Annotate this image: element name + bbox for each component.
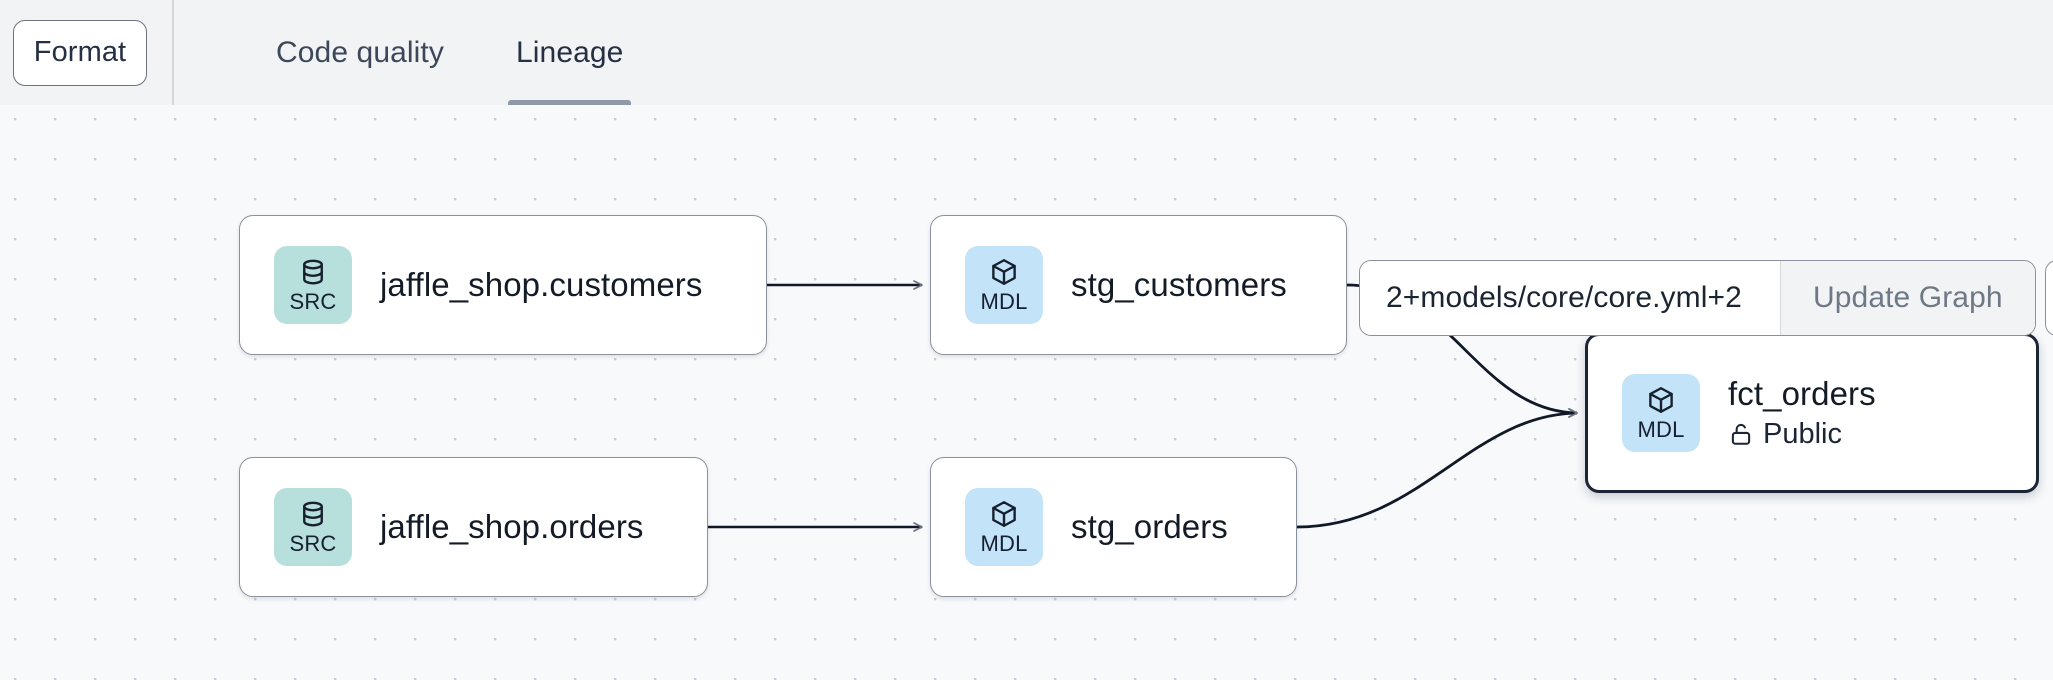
editor-toolbar: Format Code quality Lineage bbox=[0, 0, 2053, 105]
node-badge-label: SRC bbox=[289, 289, 337, 314]
node-badge-label: SRC bbox=[289, 531, 337, 556]
tab-lineage[interactable]: Lineage bbox=[480, 0, 659, 105]
tab-code-quality[interactable]: Code quality bbox=[276, 35, 444, 69]
lineage-node-stg-orders[interactable]: MDL stg_orders bbox=[930, 457, 1297, 597]
node-body: jaffle_shop.customers bbox=[380, 266, 723, 305]
cube-icon bbox=[989, 499, 1019, 529]
node-badge-mdl: MDL bbox=[965, 246, 1043, 324]
edge-stg-orders-to-fct-orders bbox=[1296, 408, 1578, 529]
toolbar-divider bbox=[172, 0, 174, 105]
node-badge-mdl: MDL bbox=[965, 488, 1043, 566]
node-badge-label: MDL bbox=[980, 289, 1028, 314]
lineage-node-stg-customers[interactable]: MDL stg_customers bbox=[930, 215, 1347, 355]
node-badge-label: MDL bbox=[980, 531, 1028, 556]
update-graph-button[interactable]: Update Graph bbox=[1780, 261, 2035, 335]
cube-icon bbox=[1646, 385, 1676, 415]
lineage-node-src-customers[interactable]: SRC jaffle_shop.customers bbox=[239, 215, 767, 355]
node-badge-mdl: MDL bbox=[1622, 374, 1700, 452]
node-badge-label: MDL bbox=[1637, 417, 1685, 442]
node-title: fct_orders bbox=[1728, 375, 1876, 413]
node-body: stg_customers bbox=[1071, 266, 1307, 305]
tab-bar: Code quality Lineage bbox=[172, 0, 659, 105]
node-body: fct_orders Public bbox=[1728, 375, 1896, 451]
database-icon bbox=[298, 257, 328, 287]
lineage-node-src-orders[interactable]: SRC jaffle_shop.orders bbox=[239, 457, 708, 597]
node-badge-src: SRC bbox=[274, 488, 352, 566]
node-title: jaffle_shop.customers bbox=[380, 265, 703, 303]
format-button[interactable]: Format bbox=[13, 19, 147, 86]
graph-selector-control: Update Graph bbox=[1359, 260, 2036, 336]
toolbar-left-section: Format bbox=[0, 0, 172, 105]
node-body: jaffle_shop.orders bbox=[380, 508, 664, 547]
graph-selector-input[interactable] bbox=[1360, 261, 1780, 335]
cube-icon bbox=[989, 257, 1019, 287]
node-body: stg_orders bbox=[1071, 508, 1248, 547]
lineage-node-fct-orders[interactable]: MDL fct_orders Public bbox=[1585, 333, 2039, 493]
node-title: stg_customers bbox=[1071, 265, 1287, 303]
node-access-badge: Public bbox=[1728, 418, 1876, 451]
offscreen-control-partial[interactable] bbox=[2045, 260, 2053, 336]
node-badge-src: SRC bbox=[274, 246, 352, 324]
node-title: stg_orders bbox=[1071, 507, 1228, 545]
database-icon bbox=[298, 499, 328, 529]
lineage-canvas[interactable]: SRC jaffle_shop.customers SRC jaffle_sh bbox=[0, 105, 2053, 680]
node-title: jaffle_shop.orders bbox=[380, 507, 644, 545]
node-access-label: Public bbox=[1763, 417, 1842, 450]
unlock-icon bbox=[1728, 421, 1754, 447]
